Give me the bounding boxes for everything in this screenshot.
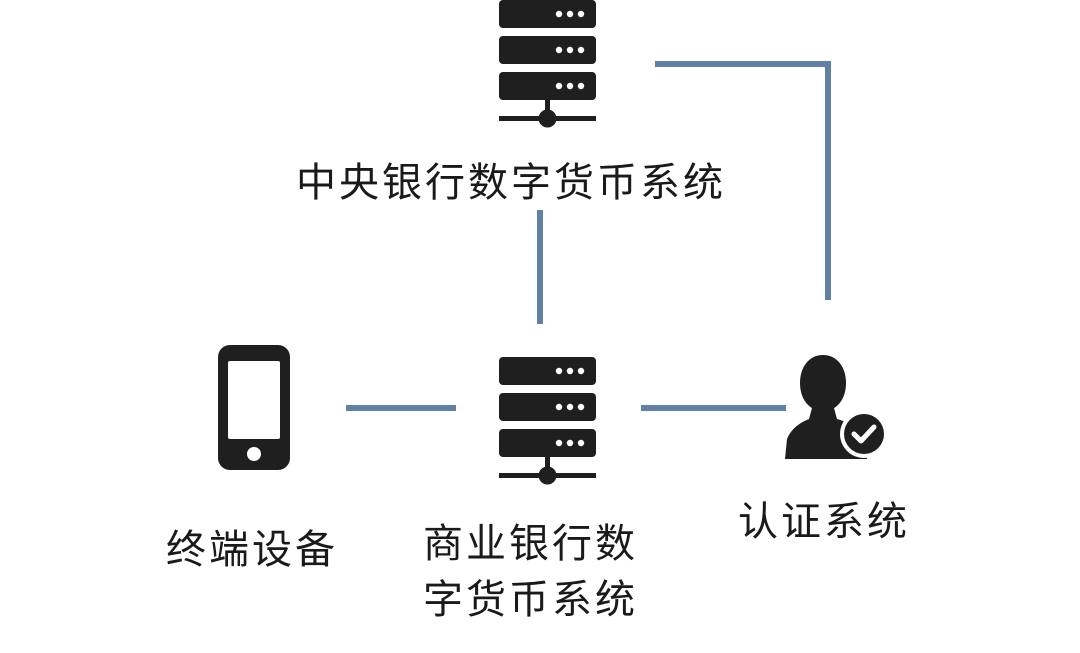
connector-central-to-auth xyxy=(655,61,831,300)
verified-user-icon xyxy=(785,355,888,459)
commercial-bank-label: 商业银行数 字货币系统 xyxy=(423,516,638,628)
smartphone-icon xyxy=(218,345,290,470)
central-bank-label: 中央银行数字货币系统 xyxy=(296,160,726,206)
commercial-server-icon xyxy=(499,357,596,485)
terminal-label: 终端设备 xyxy=(166,527,338,573)
connectors xyxy=(346,61,831,411)
auth-label: 认证系统 xyxy=(738,499,910,545)
commercial-bank-label-line-1: 商业银行数 xyxy=(423,521,638,567)
commercial-bank-label-line-2: 字货币系统 xyxy=(423,577,638,623)
central-server-icon xyxy=(499,0,596,128)
